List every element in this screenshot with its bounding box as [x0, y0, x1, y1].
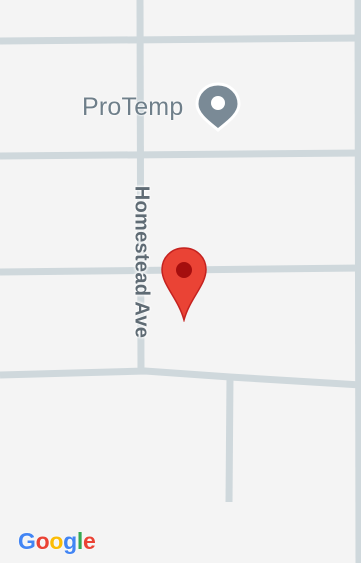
google-letter: o: [35, 528, 50, 554]
road-segment: [0, 149, 361, 160]
poi-protemp[interactable]: ProTemp: [82, 82, 243, 132]
google-letter: g: [63, 528, 77, 554]
place-pin-icon[interactable]: [193, 82, 243, 132]
google-letter: G: [18, 528, 36, 554]
road-segment: [225, 376, 234, 503]
google-letter: o: [49, 528, 64, 554]
google-logo: Google: [18, 528, 96, 555]
google-letter: e: [82, 528, 96, 554]
road-segment: [354, 0, 361, 563]
road-segment: [0, 34, 361, 45]
road-segment: [136, 0, 145, 374]
google-letter: l: [76, 528, 83, 554]
poi-label[interactable]: ProTemp: [82, 92, 184, 121]
street-label-homestead-ave: Homestead Ave: [130, 185, 153, 339]
map-marker-icon[interactable]: [160, 246, 208, 322]
road-segment: [0, 367, 361, 389]
